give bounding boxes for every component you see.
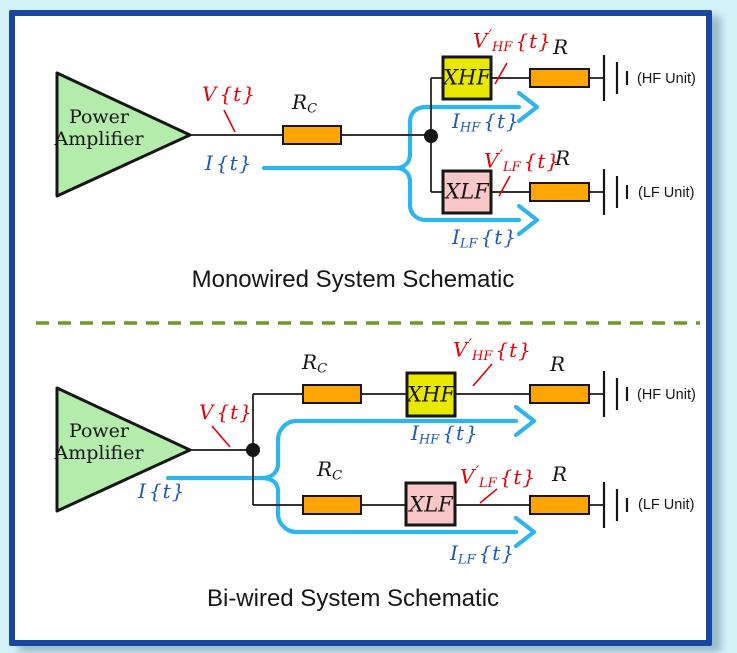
mono-lf-unit-label: (LF Unit)	[638, 185, 695, 201]
bi-i-label: I{t}	[138, 479, 186, 503]
mono-ihf-label: IHF{t}	[452, 109, 520, 136]
mono-hf-terminal-icon	[602, 53, 629, 103]
bi-vlf-pointer	[479, 488, 498, 504]
bi-vhf-pointer	[472, 363, 493, 387]
bi-resistor-r-hf	[529, 384, 590, 404]
bi-lf-unit-label: (LF Unit)	[638, 497, 695, 513]
mono-power-amplifier-symbol	[55, 71, 192, 198]
mono-lf-terminal-icon	[602, 167, 629, 217]
bi-resistor-rc-lf	[302, 495, 362, 515]
bi-r-lf-label: R	[552, 462, 568, 486]
bi-ihf-label: IHF{t}	[411, 421, 479, 448]
mono-xhf-label: XHF	[443, 65, 491, 90]
bi-current-arrowhead-hf	[513, 404, 537, 438]
mono-ilf-label: ILF{t}	[452, 225, 518, 252]
bi-xhf-label: XHF	[407, 382, 455, 407]
bi-resistor-r-lf	[529, 495, 590, 515]
mono-vlf-pointer	[498, 175, 511, 197]
bi-hf-unit-label: (HF Unit)	[637, 387, 696, 403]
bi-ilf-label: ILF{t}	[450, 541, 516, 568]
mono-rc-label: RC	[292, 90, 318, 117]
mono-amp-label: Power Amplifier	[54, 106, 144, 151]
bi-vhf-label: V′HF{t}	[453, 336, 532, 365]
bi-xlf-box	[404, 481, 457, 527]
mono-vhf-pointer	[494, 62, 508, 85]
bi-current-arrowhead-lf	[513, 515, 537, 549]
mono-title: Monowired System Schematic	[191, 266, 515, 293]
bi-power-amplifier-symbol	[55, 386, 192, 513]
bi-lf-terminal-icon	[602, 480, 629, 530]
bi-junction-node	[246, 443, 260, 457]
mono-resistor-rc	[282, 125, 342, 145]
mono-r-hf-label: R	[553, 35, 569, 59]
bi-resistor-rc-hf	[302, 384, 362, 404]
mono-v-label: V{t}	[202, 82, 256, 106]
mono-current-arrowhead-hf	[516, 90, 540, 124]
mono-resistor-r-lf	[529, 182, 590, 202]
mono-xlf-box	[441, 169, 493, 215]
mono-resistor-r-hf	[529, 68, 590, 88]
bi-rc-hf-label: RC	[302, 350, 328, 377]
bi-vlf-label: V′LF{t}	[460, 463, 537, 492]
mono-hf-unit-label: (HF Unit)	[637, 71, 696, 87]
biwired-schematic	[55, 363, 629, 549]
mono-junction-node	[424, 129, 438, 143]
bi-title: Bi-wired System Schematic	[206, 585, 500, 612]
monowired-schematic	[55, 53, 629, 237]
bi-v-label: V{t}	[199, 400, 253, 424]
mono-current-wire-lf	[393, 165, 522, 223]
mono-vlf-label: V′LF{t}	[484, 147, 561, 176]
bi-r-hf-label: R	[550, 352, 566, 376]
bi-rc-lf-label: RC	[317, 457, 343, 484]
mono-xhf-box	[441, 55, 493, 101]
bi-hf-terminal-icon	[602, 369, 629, 419]
bi-amp-label: Power Amplifier	[54, 420, 144, 465]
mono-current-arrowhead-lf	[516, 203, 540, 237]
bi-xhf-box	[405, 371, 457, 418]
bi-v-pointer	[211, 425, 231, 448]
mono-vhf-label: V′HF{t}	[473, 27, 552, 56]
mono-i-label: I{t}	[205, 151, 253, 175]
mono-r-lf-label: R	[555, 146, 571, 170]
bi-xlf-label: XLF	[409, 492, 453, 517]
mono-xlf-label: XLF	[445, 179, 489, 204]
mono-v-pointer	[223, 109, 236, 133]
bi-current-wire-lf	[259, 475, 519, 535]
